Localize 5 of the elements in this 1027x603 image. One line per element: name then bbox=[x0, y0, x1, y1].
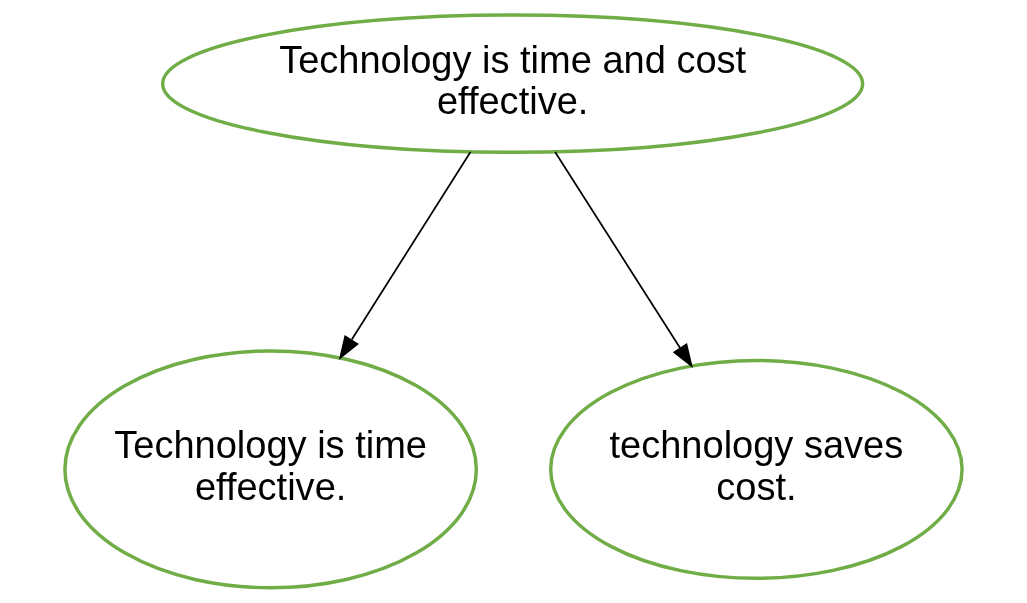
arrow bbox=[554, 151, 693, 369]
arrow bbox=[338, 151, 472, 360]
node-ellipse: Technology is time and cost effective. bbox=[160, 13, 865, 155]
node-ellipse: technology saves cost. bbox=[548, 358, 964, 580]
node-ellipse: Technology is time effective. bbox=[63, 349, 479, 590]
